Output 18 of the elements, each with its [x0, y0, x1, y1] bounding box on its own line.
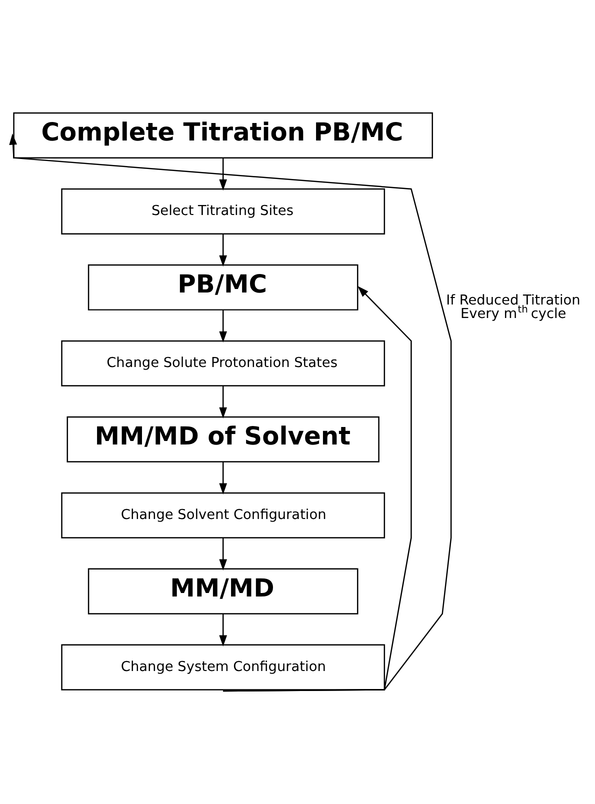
- arrow: [219, 310, 228, 343]
- node-box: Complete Titration PB/MC: [13, 112, 433, 158]
- node-box: Select Titrating Sites: [61, 188, 386, 234]
- arrow: [219, 234, 228, 267]
- arrow: [219, 386, 228, 419]
- edge-label: If Reduced Titration Every m$^{th}$ cycle: [446, 292, 580, 322]
- node-box: Change Solute Protonation States: [61, 340, 386, 386]
- arrow: [219, 614, 228, 647]
- arrow: [219, 158, 228, 191]
- node-box: Change Solvent Configuration: [61, 492, 386, 538]
- node-box: Change System Configuration: [61, 644, 386, 690]
- node-box: MM/MD of Solvent: [66, 416, 380, 462]
- arrow: [219, 538, 228, 571]
- arrow: [223, 286, 412, 692]
- arrow: [9, 134, 452, 692]
- node-box: PB/MC: [88, 264, 358, 310]
- node-box: MM/MD: [88, 568, 358, 614]
- arrow: [219, 462, 228, 495]
